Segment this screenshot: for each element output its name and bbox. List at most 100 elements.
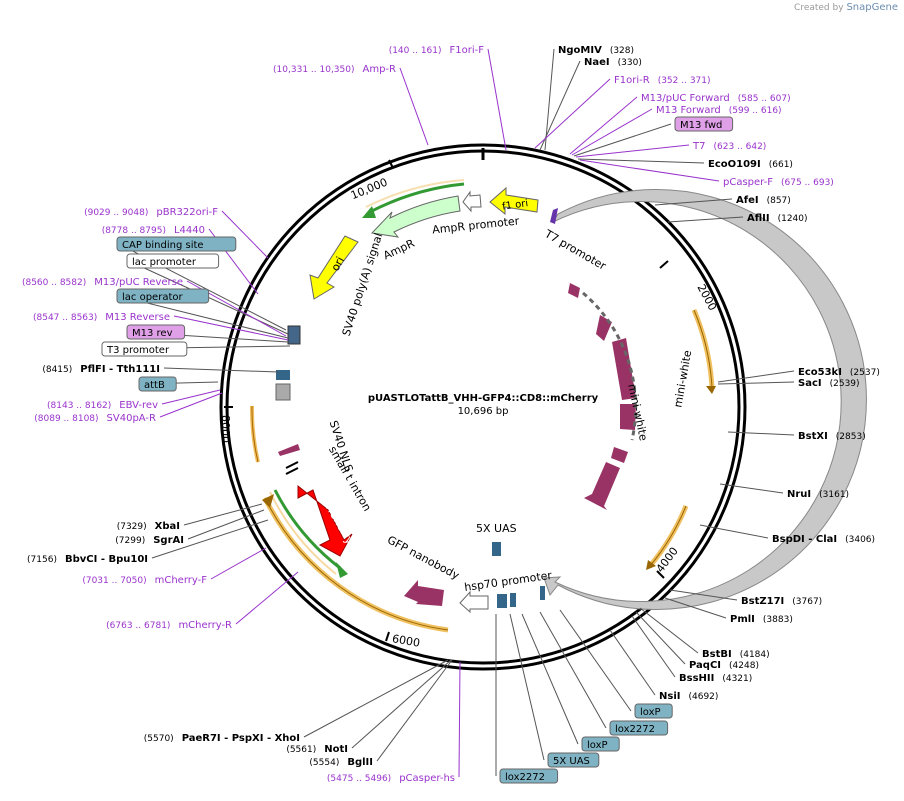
- enzyme-label-paqci: PaqCI(4248): [689, 660, 759, 671]
- leader-line-afei: [654, 198, 733, 206]
- misc-feature-stack: [287, 325, 301, 345]
- leader-line-bstxi: [727, 431, 795, 436]
- mini-white-outer-label: mini-white: [671, 349, 694, 408]
- ampr-orf-arc: [369, 182, 465, 214]
- enzyme-label-nrui: NruI(3161): [787, 489, 849, 500]
- leader-line-sgrai: [187, 509, 265, 540]
- tick-4000: [656, 570, 665, 579]
- leader-line-ngomiv: [544, 48, 555, 151]
- enzyme-label-ecoo109i: EcoO109I(661): [708, 159, 793, 170]
- enzyme-label-naei: NaeI(330): [584, 57, 642, 68]
- f1-ori-arrow: [489, 186, 539, 216]
- ampr-orf-halo: [365, 179, 465, 208]
- feature-box-m13-rev: [126, 324, 186, 340]
- primer-label-mcherry-r: (6763 .. 6781)mCherry-R: [106, 620, 232, 631]
- leader-line-bbvci-bpu10i: [151, 519, 269, 559]
- ampr-promoter-arrow: [462, 190, 482, 213]
- orf-arc-right-bottom-line: [649, 505, 687, 567]
- leader-line-bstz17i: [669, 589, 738, 601]
- leader-line-ebv-rev: [161, 389, 221, 405]
- map-name: pUASTLOTattB_VHH-GFP4::CD8::mCherry: [368, 393, 599, 404]
- sv40-nls-marker: [278, 444, 300, 456]
- credit-prefix: Created by: [794, 3, 844, 13]
- enzyme-label-paer7i-pspxi-xhoi: (5570)PaeR7I - PspXI - XhoI: [144, 733, 300, 744]
- leader-line-m13-reverse: [173, 315, 289, 341]
- small-t-intron-marker: [285, 461, 299, 475]
- enzyme-label-bstbi: BstBI(4184): [702, 649, 770, 660]
- feature-label-loxp: loxP: [640, 707, 661, 718]
- leader-line-paqci: [635, 611, 686, 665]
- orf-arc-right-bottom-arrow: [646, 560, 656, 570]
- enzyme-label-nsii: NsiI(4692): [659, 691, 718, 702]
- leader-line-mcherry-f: [210, 547, 267, 580]
- leader-line-f1ori-r: [534, 78, 611, 149]
- leader-line-mcherry-r: [235, 571, 299, 625]
- primer-label-f1ori-r: F1ori-R(352 .. 371): [614, 75, 711, 86]
- feature-label-loxp: loxP: [587, 740, 608, 751]
- f1-ori-label: f1 ori: [502, 198, 529, 213]
- feature-box-cap-binding-site: [116, 236, 237, 252]
- mcherry-orf-arrowhead: [336, 562, 348, 578]
- enzyme-label-bbvci-bpu10i: (7156)BbvCI - Bpu10I: [27, 554, 148, 565]
- teal-box-2: [497, 594, 507, 608]
- leader-line-pcasper-hs: [458, 661, 461, 778]
- leader-line-noti: [351, 659, 452, 749]
- ampr-arrow: [370, 195, 461, 238]
- primer-label-m13-reverse: (8547 .. 8563)M13 Reverse: [33, 312, 170, 323]
- primer-label-m13-puc-forward: M13/pUC Forward(585 .. 607): [641, 93, 791, 104]
- tick-label-8000: 8000: [219, 415, 232, 443]
- leader-line-m13-puc-forward: [569, 96, 638, 155]
- cds-segment-1: [568, 283, 580, 298]
- primer-label-pcasper-f: pCasper-F(675 .. 693): [723, 177, 834, 188]
- primer-label-f1ori-f: (140 .. 161)F1ori-F: [389, 45, 485, 56]
- t7-promoter-marker: [550, 208, 558, 224]
- tick-2000: [659, 260, 669, 269]
- enzyme-label-afei: AfeI(857): [736, 195, 791, 206]
- leader-line-bsshii: [631, 615, 676, 678]
- enzyme-label-bstz17i: BstZ17I(3767): [741, 596, 822, 607]
- primer-label-ebv-rev: (8143 .. 8162)EBV-rev: [47, 400, 158, 411]
- teal-box-3: [510, 593, 516, 607]
- primer-label-mcherry-f: (7031 .. 7050)mCherry-F: [82, 575, 207, 586]
- backbone-outer-ring: [219, 143, 747, 671]
- hsp70-promoter-label: hsp70 promoter: [464, 569, 554, 594]
- teal-box-1: [276, 370, 290, 380]
- leader-line-ecoo109i: [577, 158, 705, 164]
- feature-label-m13-fwd: M13 fwd: [680, 120, 722, 131]
- enzyme-label-bspdi-clai: BspDI - ClaI(3406): [772, 534, 875, 545]
- 5x-uas-marker: [492, 542, 501, 556]
- gfp-orf-arrowhead: [262, 494, 274, 508]
- 5x-uas-label: 5X UAS: [476, 522, 517, 535]
- ori-label: ori: [329, 255, 347, 274]
- sv40-orf-line: [251, 405, 259, 463]
- leader-line-sv40pa-r: [159, 392, 223, 418]
- leader-line-f1ori-f: [487, 48, 507, 151]
- ampr-orf-arrowhead: [362, 206, 376, 218]
- primer-label-sv40pa-r: (8089 .. 8108)SV40pA-R: [34, 413, 156, 424]
- leader-line-pcasper-f: [579, 159, 720, 182]
- gfp-orf-line: [264, 497, 449, 631]
- mcherry-orf-halo: [269, 491, 337, 575]
- right-labels: NgoMIV(328)NaeI(330)F1ori-R(352 .. 371)M…: [495, 45, 880, 784]
- enzyme-label-bsshii: BssHII(4321): [679, 673, 752, 684]
- feature-box-lac-operator: [116, 288, 210, 304]
- primer-label-pcasper-hs: (5475 .. 5496)pCasper-hs: [327, 773, 455, 784]
- enzyme-label-xbai: (7329)XbaI: [117, 521, 180, 532]
- enzyme-label-aflii: AflII(1240): [747, 213, 808, 224]
- leader-line-bspdi-clai: [699, 524, 769, 539]
- leader-line-loxp: [559, 609, 632, 712]
- leader-line-pflfi-tth111i: [163, 367, 279, 373]
- mini-white-promoter-arc: [543, 189, 867, 610]
- cds-segment-4: [620, 404, 636, 430]
- primer-label-m13-forward: M13 Forward(599 .. 616): [656, 105, 782, 116]
- leader-line-saci: [717, 381, 795, 385]
- leader-line-m13-forward: [571, 108, 653, 156]
- primer-label-m13-puc-reverse: (8560 .. 8582)M13/pUC Reverse: [22, 277, 183, 288]
- feature-label-lox2272: lox2272: [615, 724, 655, 735]
- left-labels: (140 .. 161)F1ori-F (10,331 .. 10,350)Amp…: [22, 45, 507, 784]
- primer-label-amp-r: (10,331 .. 10,350)Amp-R: [273, 64, 396, 75]
- cds-segment-2: [596, 315, 612, 341]
- orf-arc-right-top-arrow: [706, 386, 716, 394]
- feature-label-t3-promoter: T3 promoter: [106, 345, 170, 356]
